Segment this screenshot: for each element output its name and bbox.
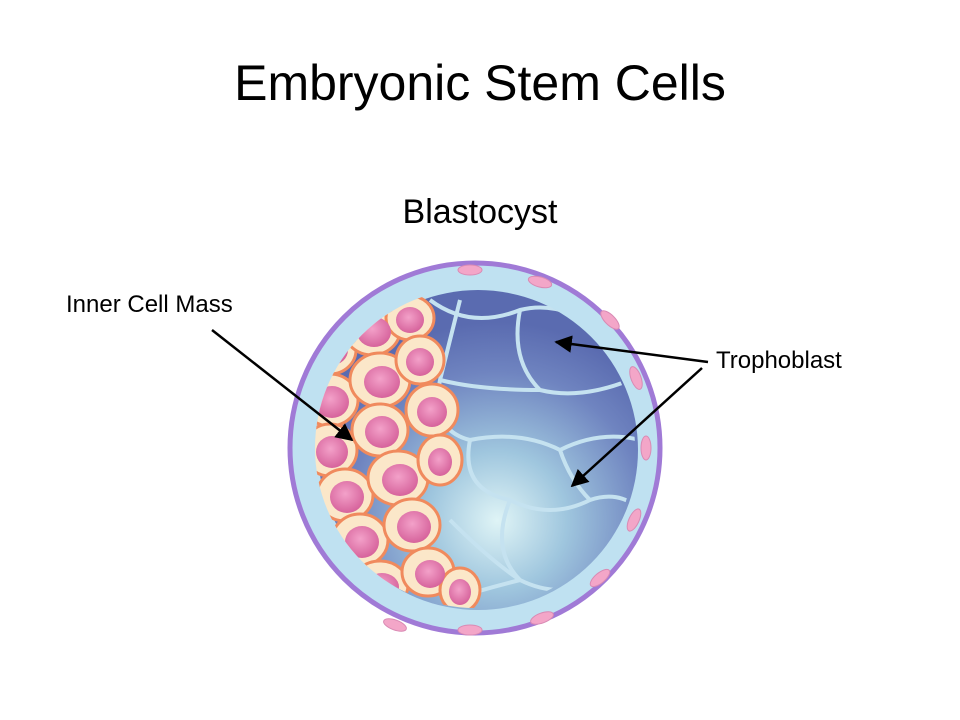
label-arrows — [211, 329, 709, 488]
inner-cell-mass — [315, 294, 482, 608]
diagram-subtitle: Blastocyst — [402, 193, 558, 231]
inner-cell-mass-label: Inner Cell Mass — [66, 291, 233, 318]
trophoblast-label: Trophoblast — [716, 347, 842, 374]
trophoblast-arrow-lower — [570, 367, 703, 488]
trophoblast-cells — [383, 264, 652, 636]
inner-cell-mass-arrow — [211, 329, 354, 442]
trophoblast-arrow-upper — [554, 335, 709, 364]
slide-title: Embryonic Stem Cells — [234, 55, 726, 111]
